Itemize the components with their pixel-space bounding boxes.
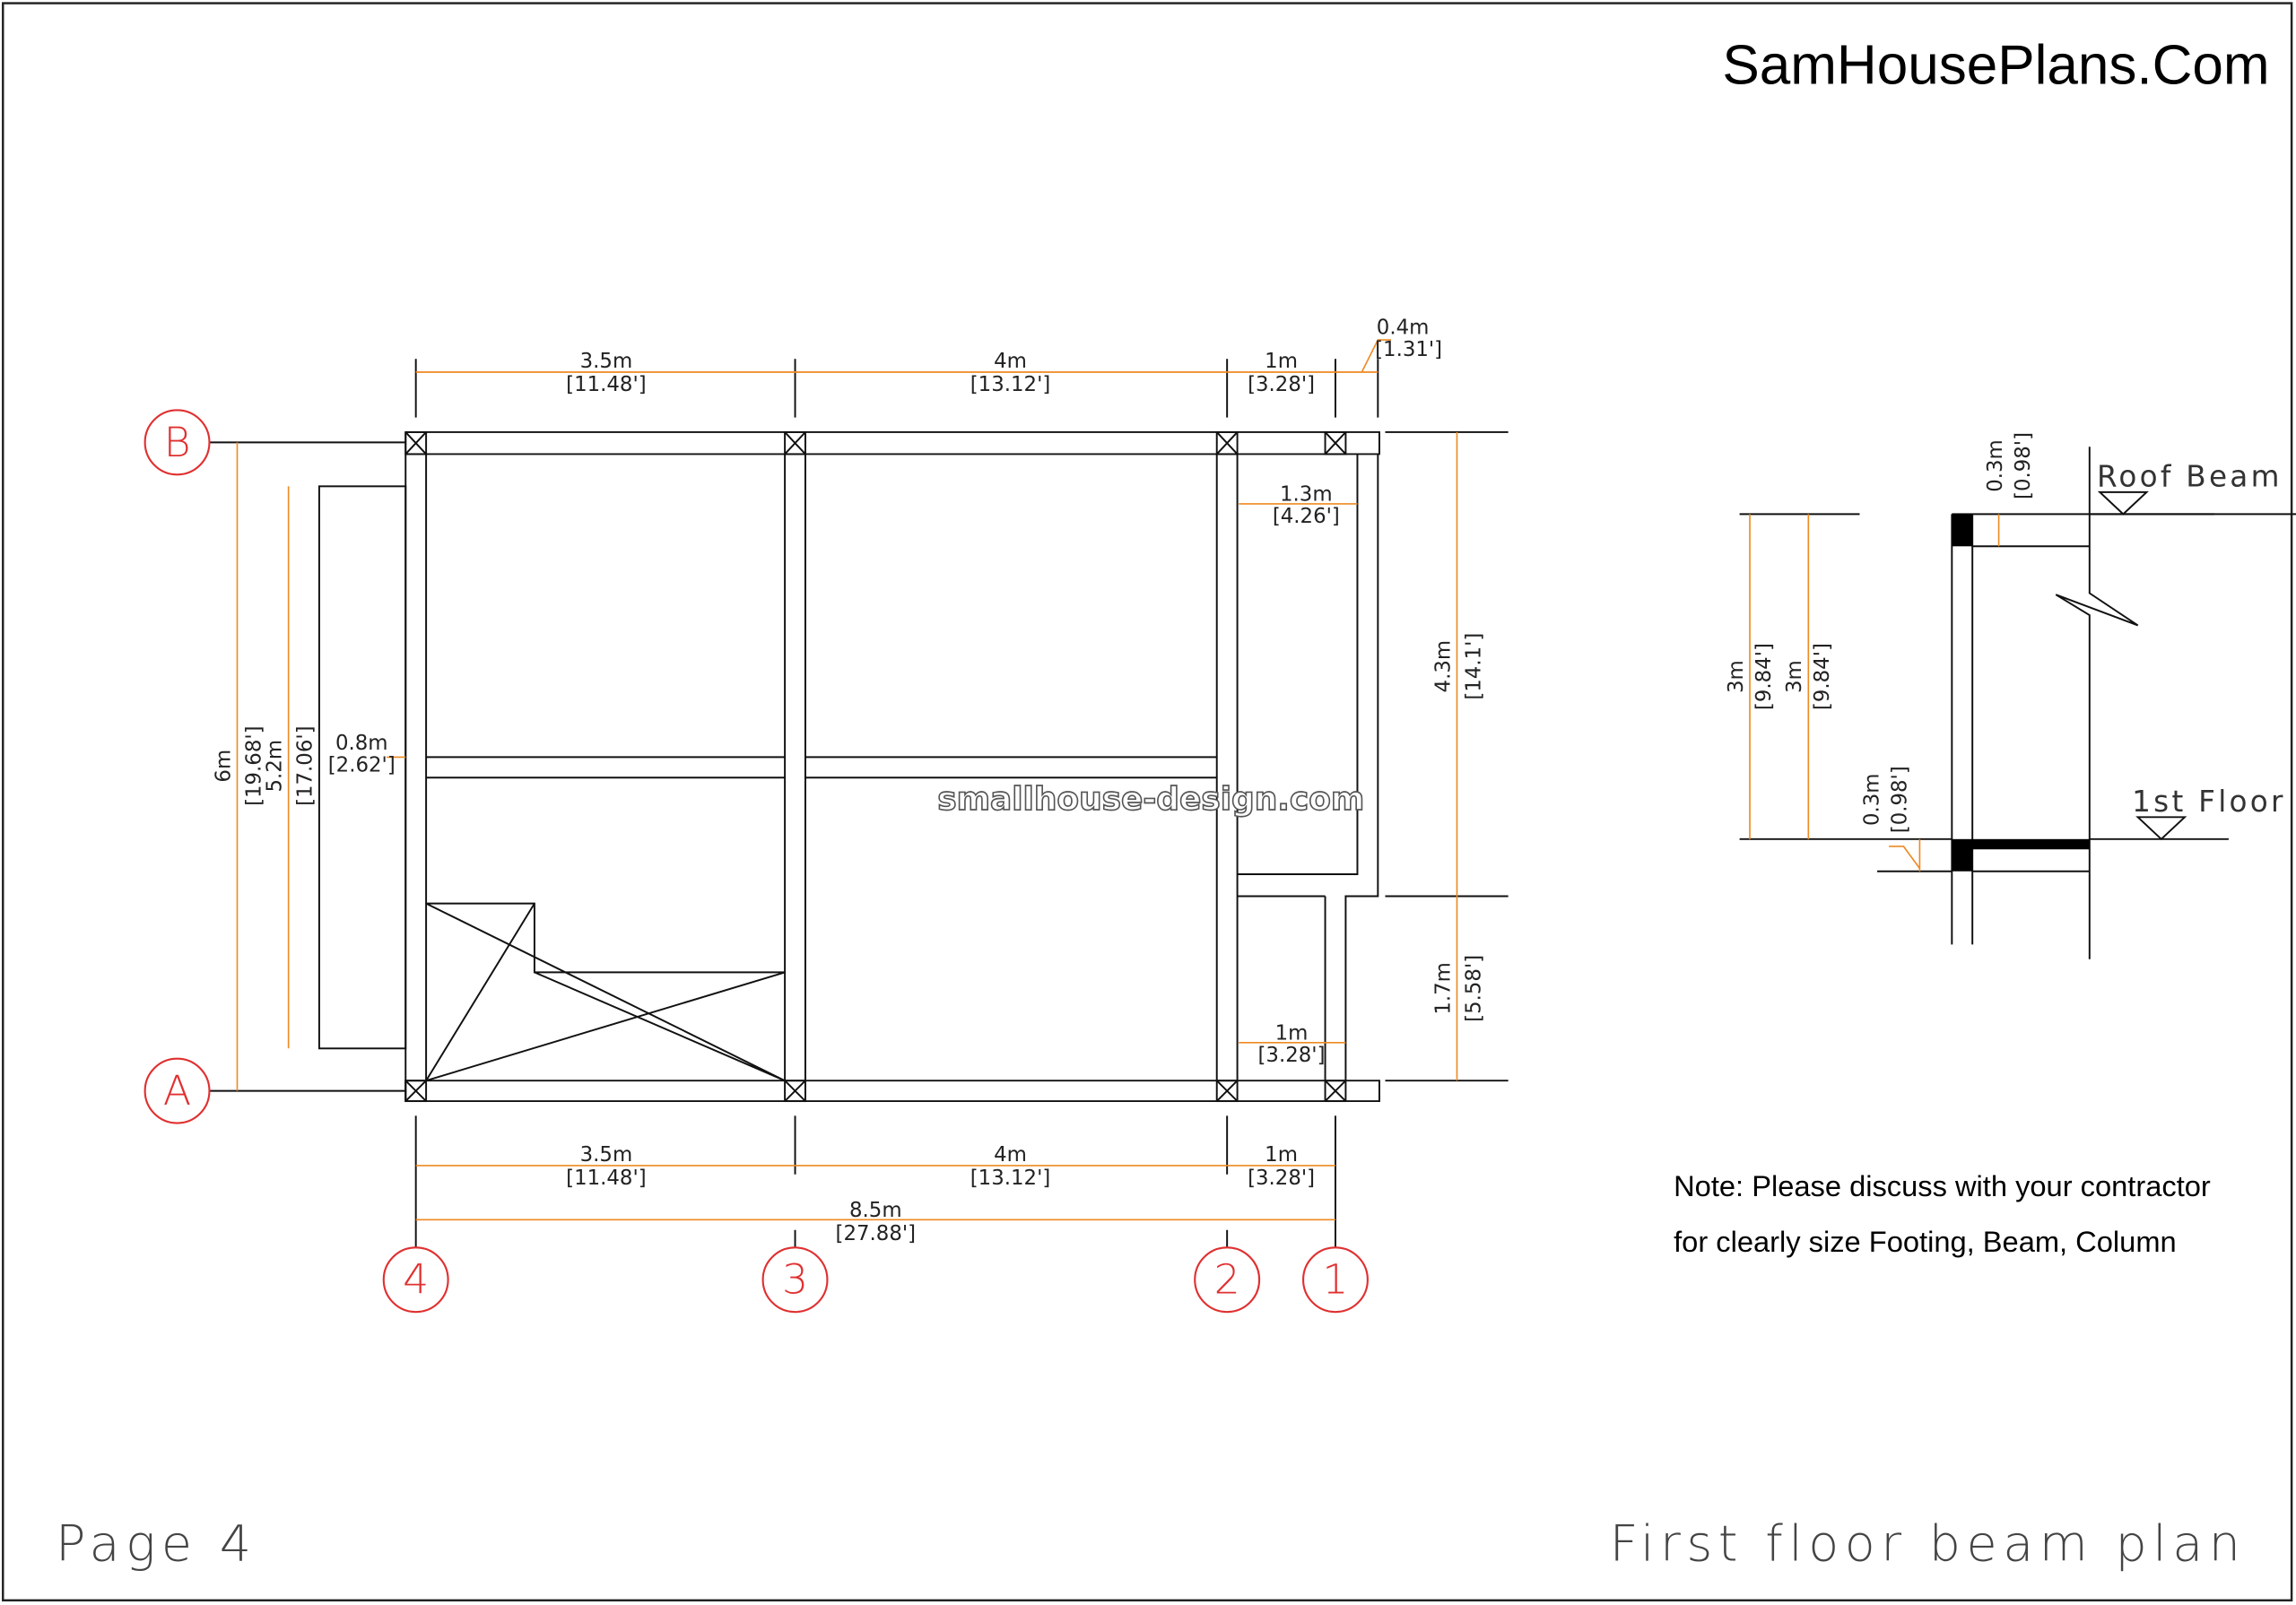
dimension-label: [0.98']	[2012, 432, 2035, 499]
dimension-label: [5.58']	[1463, 955, 1486, 1022]
dimension-label: 5.2m	[263, 740, 286, 793]
grid-bubbles: B A 4 3 2 1	[144, 409, 1369, 1314]
dimension-label: [3.28']	[1258, 1044, 1326, 1067]
grid-label-A: A	[163, 1067, 191, 1115]
section-detail: Roof Beam 1st Floor 3m[9.84'] 3m[9.84'] …	[1725, 432, 2296, 959]
dimension-label: [14.1']	[1463, 633, 1486, 700]
dimension-lines	[236, 339, 1458, 1221]
dimension-label: [11.48']	[566, 1167, 647, 1190]
dimension-label: [3.28']	[1248, 1167, 1315, 1190]
dimension-label: [9.84']	[1811, 643, 1834, 710]
dimension-label: [13.12']	[970, 1167, 1051, 1190]
dimension-label: 1.3m	[1280, 483, 1333, 507]
dimension-label: 3.5m	[580, 1143, 633, 1167]
dimension-label: 3m	[1783, 660, 1806, 693]
dimension-label: 1m	[1275, 1021, 1309, 1045]
note-line-2: for clearly size Footing, Beam, Column	[1674, 1225, 2177, 1258]
dimension-label: [17.06']	[294, 725, 317, 806]
dimension-label: 3m	[1725, 660, 1748, 693]
dimension-label: [4.26']	[1273, 505, 1340, 528]
dimension-label: [2.62']	[328, 754, 396, 777]
dimension-label: 6m	[212, 750, 235, 783]
dimension-label: 1.7m	[1431, 962, 1455, 1015]
watermark: smallhouse-design.com	[937, 781, 1364, 818]
grid-label-3: 3	[782, 1256, 808, 1304]
page-label: Page 4	[56, 1515, 257, 1574]
dimension-label: 4m	[994, 1143, 1027, 1167]
grid-label-2: 2	[1214, 1256, 1240, 1304]
grid-label-4: 4	[403, 1256, 429, 1304]
dimension-label: 0.8m	[335, 732, 388, 755]
dimension-label: 0.4m	[1377, 317, 1430, 340]
dimension-label: 0.3m	[1984, 439, 2007, 492]
dimension-label: [13.12']	[970, 373, 1051, 396]
dimension-label: [19.68']	[243, 725, 266, 806]
dimension-label: 4.3m	[1431, 640, 1455, 693]
dimension-label: 8.5m	[849, 1199, 902, 1222]
dimension-label: 0.3m	[1861, 773, 1884, 826]
first-floor-label: 1st Floor	[2132, 785, 2286, 819]
roof-beam-label: Roof Beam	[2097, 459, 2283, 493]
dimension-label: [0.98']	[1889, 766, 1912, 833]
dimension-label: 4m	[994, 350, 1027, 373]
dimension-label: [3.28']	[1248, 373, 1315, 396]
dimension-label: [11.48']	[566, 373, 647, 396]
dimension-label: 1m	[1265, 350, 1298, 373]
note-line-1: Note: Please discuss with your contracto…	[1674, 1169, 2211, 1202]
dimension-label: [9.84']	[1752, 643, 1776, 710]
brand-title: SamHousePlans.Com	[1722, 34, 2269, 96]
column-markers	[404, 430, 1347, 1103]
dimension-label: [27.88']	[836, 1222, 917, 1245]
dimension-label: 1m	[1265, 1143, 1298, 1167]
grid-label-B: B	[164, 419, 191, 466]
dimension-texts: 3.5m[11.48'] 4m[13.12'] 1m[3.28'] 0.4m[1…	[212, 317, 1485, 1246]
dimension-label: [1.31']	[1375, 338, 1442, 361]
drawing-title: First floor beam plan	[1610, 1515, 2247, 1574]
floor-plan	[209, 359, 1509, 1248]
grid-label-1: 1	[1322, 1256, 1348, 1304]
dimension-label: 3.5m	[580, 350, 633, 373]
